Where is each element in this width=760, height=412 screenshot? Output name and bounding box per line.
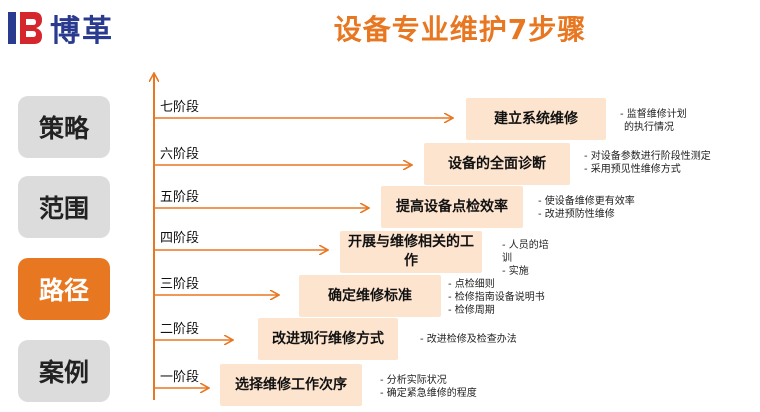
stage-label-7: 七阶段 (160, 100, 200, 115)
step-box-5: 提高设备点检效率 (381, 186, 523, 228)
note-line: - 采用预见性维修方式 (584, 164, 681, 175)
notes-stage-5: - 使设备维修更有效率 - 改进预防性维修 (538, 195, 635, 221)
stage-label-4: 四阶段 (160, 231, 200, 246)
stage-label-5: 五阶段 (160, 190, 200, 205)
step-box-4: 开展与维修相关的工作 (340, 231, 482, 273)
stage-label-1: 一阶段 (160, 370, 200, 385)
note-line: 的执行情况 (624, 122, 674, 133)
sidebar-item-cases[interactable]: 案例 (18, 340, 110, 402)
step-box-7: 建立系统维修 (466, 98, 606, 140)
notes-stage-6: - 对设备参数进行阶段性测定 - 采用预见性维修方式 (584, 150, 711, 176)
page-title: 设备专业维护7步骤 (333, 13, 587, 46)
note-line: - 检修指南设备说明书 (448, 292, 545, 303)
notes-stage-4: - 人员的培 训 - 实施 (502, 239, 549, 278)
note-line: - 改进检修及检查办法 (420, 334, 517, 345)
step-box-1: 选择维修工作次序 (220, 364, 362, 406)
notes-stage-3: - 点检细则 - 检修指南设备说明书 - 检修周期 (448, 278, 545, 317)
notes-stage-2: - 改进检修及检查办法 (420, 333, 517, 346)
note-line: - 点检细则 (448, 279, 495, 290)
step-box-2: 改进现行维修方式 (258, 318, 398, 360)
stage-label-3: 三阶段 (160, 277, 200, 292)
note-line: - 使设备维修更有效率 (538, 196, 635, 207)
notes-stage-7: - 监督维修计划 的执行情况 (620, 108, 687, 134)
stage-label-2: 二阶段 (160, 322, 200, 337)
brand-mark-icon (6, 8, 44, 48)
step-box-3: 确定维修标准 (299, 275, 441, 317)
note-line: - 监督维修计划 (620, 109, 687, 120)
note-line: - 人员的培 (502, 240, 549, 251)
note-line: - 检修周期 (448, 305, 495, 316)
sidebar-item-scope[interactable]: 范围 (18, 176, 110, 238)
note-line: - 对设备参数进行阶段性测定 (584, 151, 711, 162)
note-line: - 确定紧急维修的程度 (380, 388, 477, 399)
note-line: - 改进预防性维修 (538, 209, 615, 220)
sidebar-item-path[interactable]: 路径 (18, 258, 110, 320)
brand-name: 博革 (50, 14, 114, 49)
brand-logo: 博革 (6, 6, 114, 50)
note-line: - 分析实际状况 (380, 375, 447, 386)
note-line: 训 (502, 253, 512, 264)
notes-stage-1: - 分析实际状况 - 确定紧急维修的程度 (380, 374, 477, 400)
step-box-6: 设备的全面诊断 (424, 143, 570, 185)
stage-label-6: 六阶段 (160, 147, 200, 162)
sidebar-item-strategy[interactable]: 策略 (18, 96, 110, 158)
note-line: - 实施 (502, 266, 529, 277)
